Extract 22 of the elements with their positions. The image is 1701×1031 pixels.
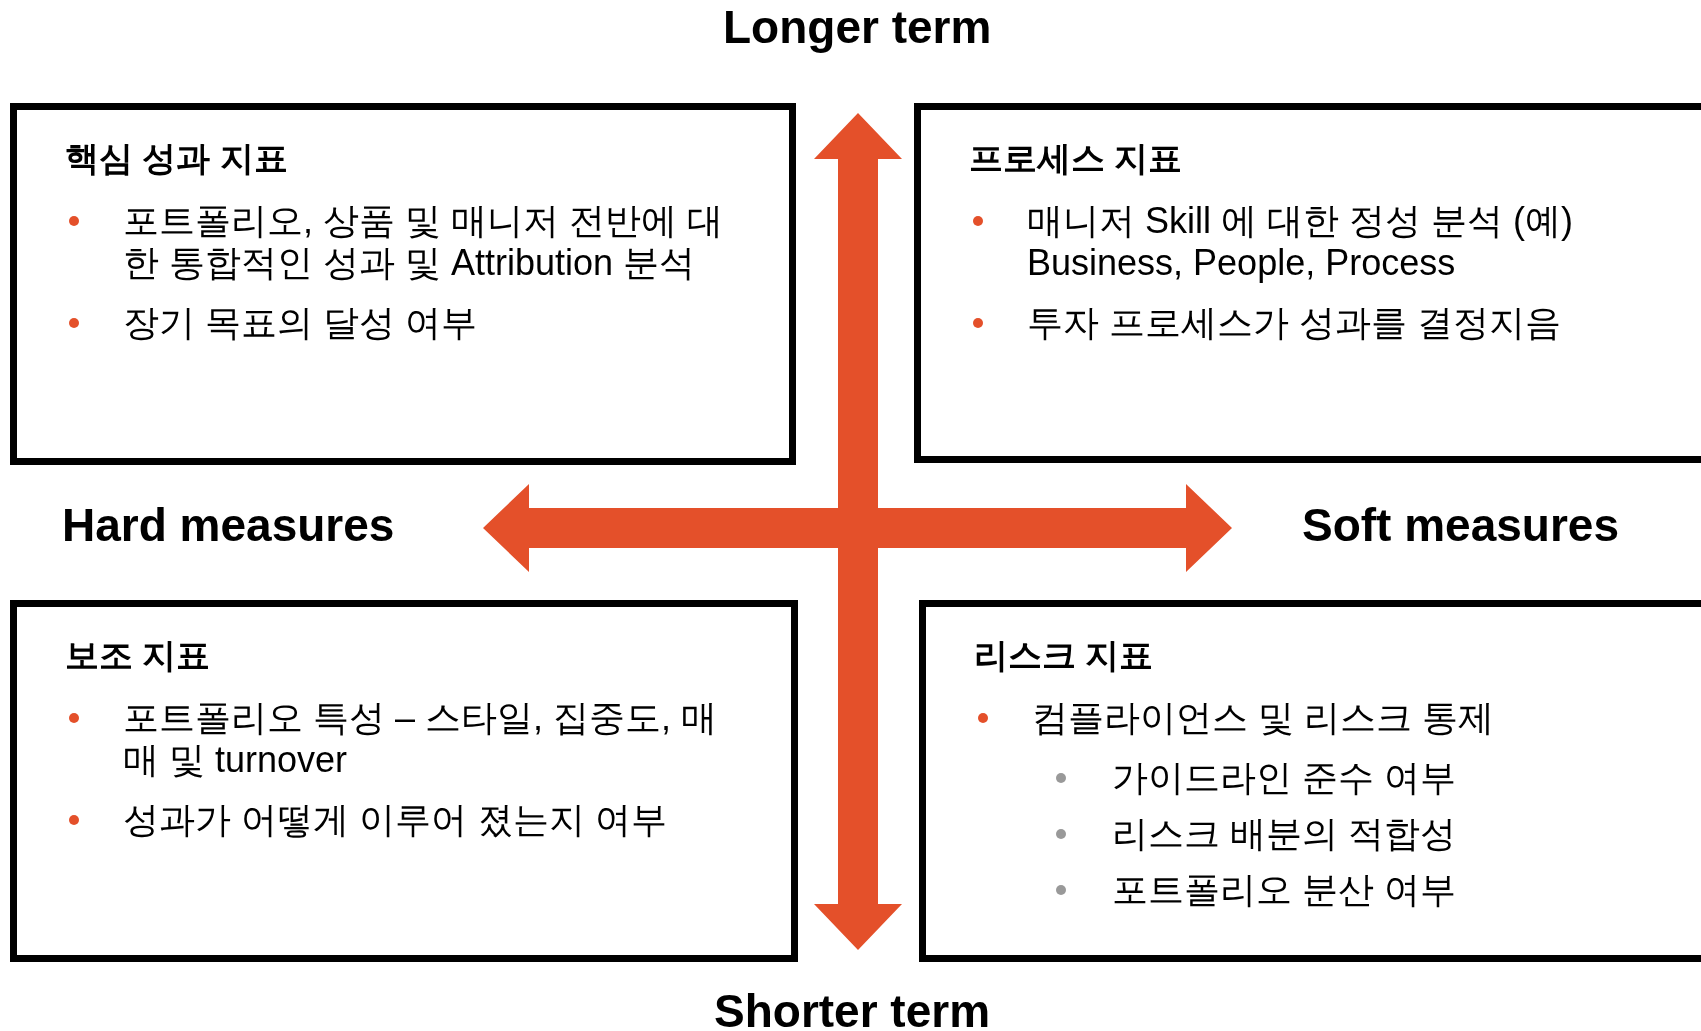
bullet-text: 매니저 Skill 에 대한 정성 분석 (예) Business, People, Process — [969, 200, 1667, 284]
quadrant-box — [10, 600, 798, 962]
quadrant-box — [919, 600, 1701, 962]
box-heading: 리스크 지표 — [974, 635, 1154, 676]
axis-label: Longer term — [723, 0, 992, 54]
axis-label: Soft measures — [1302, 498, 1619, 552]
bullet-text: 포트폴리오, 상품 및 매니저 전반에 대한 통합적인 성과 및 Attribution 분석 — [65, 200, 749, 284]
sub-bullet-text: 리스크 배분의 적합성 — [974, 813, 1662, 855]
box-heading: 보조 지표 — [65, 635, 211, 676]
bullet-text: 투자 프로세스가 성과를 결정지음 — [969, 302, 1667, 344]
sub-bullet-text: 가이드라인 준수 여부 — [974, 757, 1662, 799]
bullet-text: 장기 목표의 달성 여부 — [65, 302, 749, 344]
axis-label: Shorter term — [714, 984, 991, 1031]
box-heading: 핵심 성과 지표 — [65, 138, 288, 179]
sub-bullet-text: 포트폴리오 분산 여부 — [974, 869, 1662, 911]
axis-label: Hard measures — [62, 498, 395, 552]
box-heading: 프로세스 지표 — [969, 138, 1183, 179]
bullet-text: 성과가 어떻게 이루어 졌는지 여부 — [65, 799, 751, 841]
quadrant-box — [914, 103, 1701, 463]
bullet-text: 컴플라이언스 및 리스크 통제 — [974, 697, 1662, 739]
bullet-text: 포트폴리오 특성 – 스타일, 집중도, 매매 및 turnover — [65, 697, 751, 781]
quadrant-box — [10, 103, 796, 465]
